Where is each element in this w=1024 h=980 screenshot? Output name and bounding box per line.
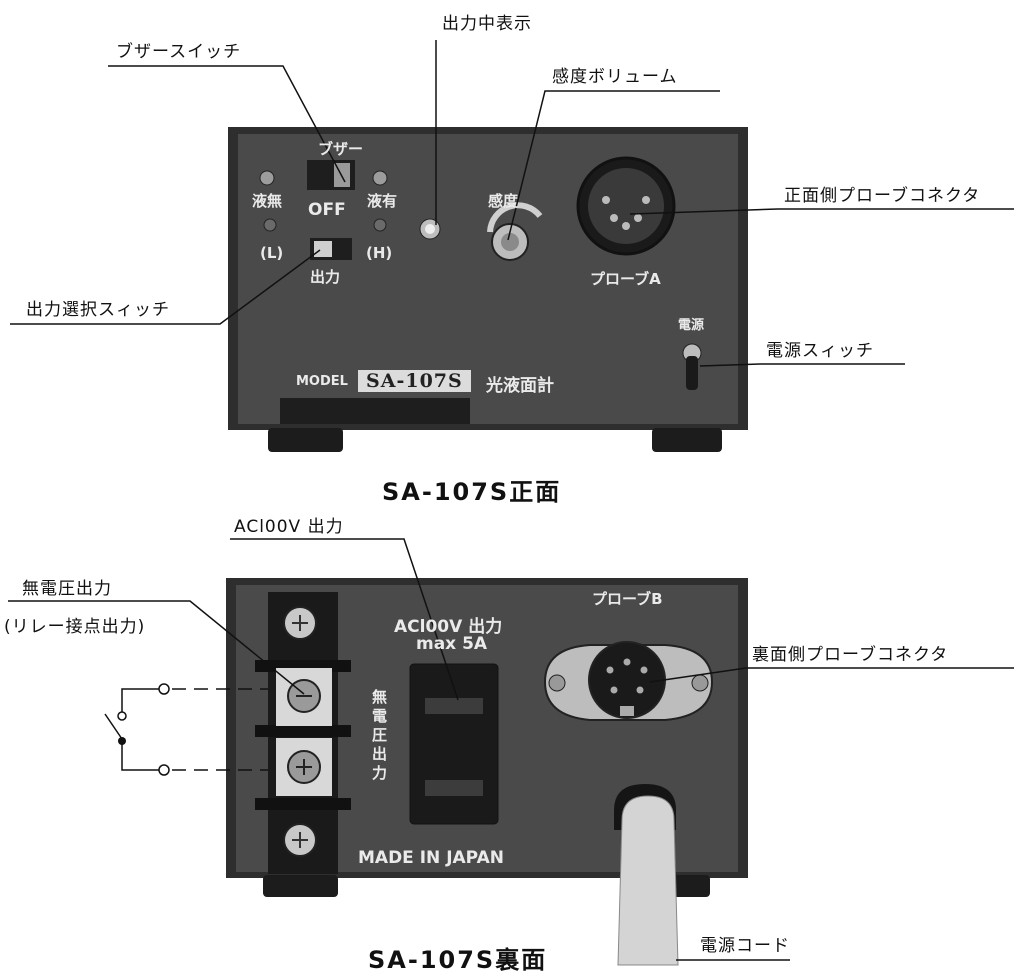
led-low-icon <box>263 218 277 232</box>
front-foot-right <box>652 428 722 452</box>
front-foot-left <box>268 428 343 452</box>
callout-output-select-switch: 出力選択スィッチ <box>26 300 170 320</box>
panel-sensitivity-label: 感度 <box>488 192 519 210</box>
callout-sensitivity-volume: 感度ボリューム <box>552 67 678 87</box>
panel-liquid-present-label: 液有 <box>367 192 398 210</box>
led-liquid-present-top-icon <box>372 170 388 186</box>
panel-model-label: MODEL <box>296 374 348 389</box>
panel-liquid-none-label: 液無 <box>252 192 283 210</box>
buzzer-switch-leader <box>108 65 346 183</box>
back-probe-leader <box>649 667 1014 683</box>
panel-made-in-label: MADE IN JAPAN <box>358 848 504 868</box>
panel-voltage-free-vertical: 無電圧出力 <box>372 688 388 782</box>
callout-output-indicator: 出力中表示 <box>442 14 532 34</box>
callout-ac100v-output: ACl00V 出力 <box>234 517 344 537</box>
front-caption: SA-107S正面 <box>382 478 562 506</box>
relay-terminal-1-icon <box>158 683 170 695</box>
ac-output-leader <box>230 538 459 701</box>
callout-buzzer-switch: ブザースイッチ <box>116 42 242 62</box>
panel-ac-output-line1: ACl00V 出力 <box>394 617 503 637</box>
power-switch-leader <box>699 363 905 367</box>
panel-output-label: 出力 <box>310 268 341 286</box>
panel-product-name: 光液面計 <box>486 376 554 396</box>
callout-power-cord: 電源コード <box>700 936 790 956</box>
panel-buzzer-label: ブザー <box>318 140 364 158</box>
led-liquid-none-icon <box>259 170 275 186</box>
output-select-leader <box>10 249 321 325</box>
panel-high-label: (H) <box>366 244 393 262</box>
relay-terminal-2-icon <box>158 764 170 776</box>
panel-low-label: (L) <box>260 244 284 262</box>
panel-probe-b-label: プローブB <box>592 590 663 608</box>
sensitivity-leader <box>507 90 720 241</box>
panel-probe-a-label: プローブA <box>590 270 661 288</box>
panel-ac-output-line2: max 5A <box>416 634 488 654</box>
panel-power-label: 電源 <box>678 318 705 333</box>
panel-model-number: SA-107S <box>358 370 471 392</box>
back-caption: SA-107S裏面 <box>368 946 548 974</box>
panel-off-label: OFF <box>308 200 346 220</box>
callout-voltage-free-output: 無電圧出力 <box>22 579 112 599</box>
back-foot-left <box>263 875 338 897</box>
sensitivity-scale-icon <box>487 202 543 233</box>
power-cord-icon <box>617 795 679 966</box>
callout-back-probe-connector: 裏面側プローブコネクタ <box>752 645 949 665</box>
callout-relay-contact-output: (リレー接点出力) <box>4 617 146 637</box>
front-probe-leader <box>629 208 1014 215</box>
voltage-free-leader <box>8 600 305 695</box>
callout-front-probe-connector: 正面側プローブコネクタ <box>784 186 981 206</box>
callout-power-switch: 電源スィッチ <box>766 341 874 361</box>
led-high-icon <box>373 218 387 232</box>
